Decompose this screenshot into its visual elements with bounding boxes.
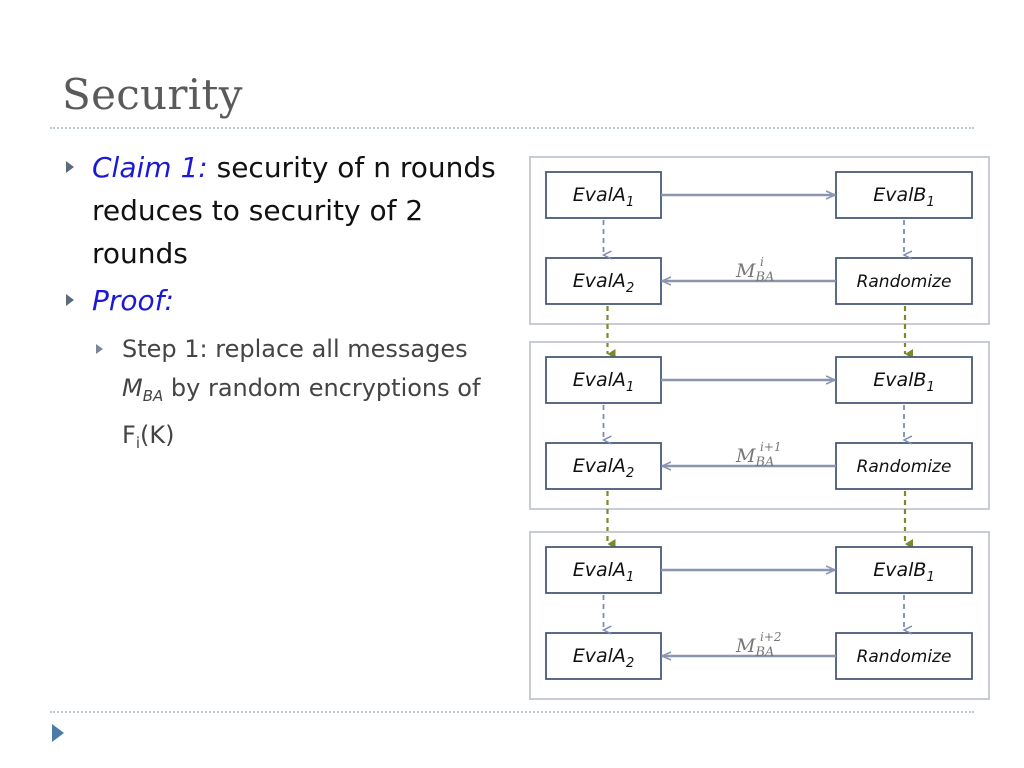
randomize-box [835,632,973,680]
evalA2-box [545,442,662,490]
step-f-sub: i [135,434,140,452]
round-panel [529,341,990,510]
round-panel [529,531,990,700]
proof-label: Proof: [92,284,174,317]
evalA1-label: EvalA1 [573,369,634,395]
title-divider [50,127,974,129]
bullet-triangle-icon [66,161,74,173]
message-superscript: i+2 [760,630,782,644]
round-panel [529,156,990,325]
bullet-list: Claim 1: security of n rounds reduces to… [62,146,512,463]
step-prefix: Step 1: replace all messages [122,335,468,363]
evalB1-label: EvalB1 [873,184,935,210]
slide-title: Security [62,70,243,119]
message-label: MBA [735,260,774,285]
evalA1-label: EvalA1 [573,184,634,210]
step-middle: by random encryptions of F [122,374,481,449]
evalA1-box [545,356,662,404]
evalA1-box [545,546,662,594]
bullet-claim: Claim 1: security of n rounds reduces to… [62,146,512,275]
evalB1-box [835,171,973,219]
evalA1-label: EvalA1 [573,559,634,585]
message-label: MBA [735,445,774,470]
message-superscript: i+1 [760,440,782,454]
randomize-label: Randomize [857,272,952,292]
evalA2-label: EvalA2 [573,270,634,296]
evalA2-label: EvalA2 [573,455,634,481]
evalA2-box [545,632,662,680]
randomize-label: Randomize [857,647,952,667]
evalB1-box [835,546,973,594]
step-msg-main: M [122,374,143,402]
bullet-triangle-icon [66,294,74,306]
evalA2-box [545,257,662,305]
step-msg-sub: BA [142,387,164,405]
next-slide-arrow-icon[interactable] [52,724,64,742]
step-suffix: (K) [139,421,175,449]
randomize-box [835,442,973,490]
evalB1-label: EvalB1 [873,369,935,395]
evalB1-box [835,356,973,404]
bullet-proof: Proof: [62,279,512,322]
footer-divider [50,711,974,713]
claim-text: security of n rounds reduces to security… [92,151,496,270]
sub-bullet-triangle-icon [96,344,103,354]
message-superscript: i [760,255,764,269]
randomize-box [835,257,973,305]
randomize-label: Randomize [857,457,952,477]
evalA1-box [545,171,662,219]
evalA2-label: EvalA2 [573,645,634,671]
evalB1-label: EvalB1 [873,559,935,585]
sub-bullet-step1: Step 1: replace all messages MBA by rand… [92,330,512,463]
message-label: MBA [735,635,774,660]
claim-label: Claim 1: [92,151,208,184]
